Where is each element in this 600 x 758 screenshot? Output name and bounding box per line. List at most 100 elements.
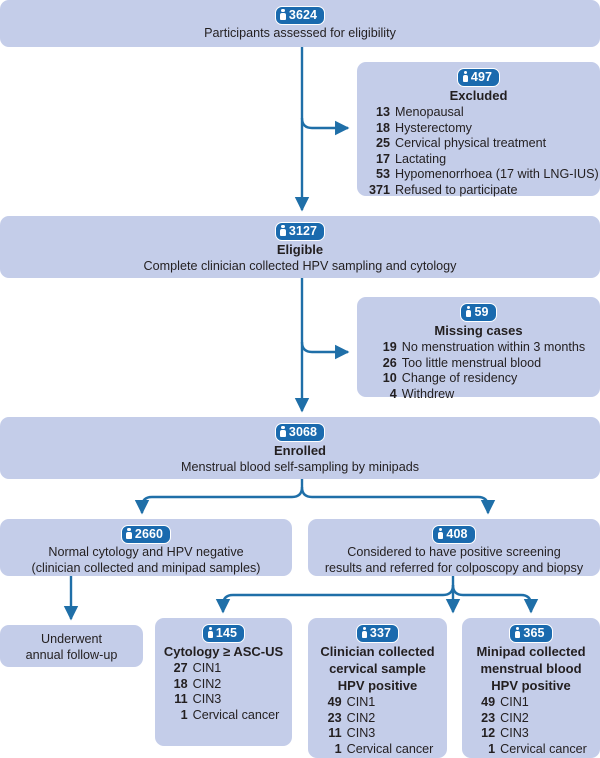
list-item: 11 CIN3 bbox=[168, 692, 280, 708]
node-label-line2: results and referred for colposcopy and … bbox=[324, 561, 584, 575]
node-enrolled: 3068 Enrolled Menstrual blood self-sampl… bbox=[0, 417, 600, 479]
item-label: CIN3 bbox=[192, 692, 222, 707]
node-label-line1: Considered to have positive screening bbox=[347, 545, 561, 559]
item-label: Cervical physical treatment bbox=[395, 136, 547, 151]
item-count: 19 bbox=[382, 340, 397, 354]
node-title-line1: Minipad collected bbox=[476, 644, 586, 659]
count-value: 59 bbox=[474, 305, 489, 319]
node-clinician-collected-hpv-positive: 337 Clinician collected cervical sample … bbox=[308, 618, 447, 758]
count-badge-enrolled: 3068 bbox=[274, 423, 326, 442]
item-count: 11 bbox=[328, 726, 342, 741]
item-label: No menstruation within 3 months bbox=[401, 340, 586, 354]
item-label: CIN2 bbox=[346, 710, 376, 725]
item-count: 371 bbox=[368, 182, 390, 197]
person-icon bbox=[126, 528, 133, 540]
count-badge-cytology: 145 bbox=[201, 624, 246, 643]
node-title: Missing cases bbox=[434, 323, 523, 338]
item-count: 23 bbox=[481, 710, 496, 725]
item-count: 13 bbox=[375, 105, 390, 119]
item-label: CIN1 bbox=[500, 695, 529, 709]
list-item: 26 Too little menstrual blood bbox=[372, 356, 585, 372]
count-badge-clinician: 337 bbox=[355, 624, 400, 643]
node-title-line2: cervical sample bbox=[329, 661, 426, 676]
node-title-line1: Clinician collected bbox=[320, 644, 435, 659]
item-count: 49 bbox=[481, 695, 496, 709]
count-value: 3127 bbox=[288, 224, 318, 238]
node-minipad-collected-hpv-positive: 365 Minipad collected menstrual blood HP… bbox=[462, 618, 600, 758]
person-icon bbox=[514, 627, 521, 639]
item-count: 18 bbox=[375, 120, 390, 135]
item-label: CIN1 bbox=[346, 695, 376, 709]
person-icon bbox=[462, 71, 469, 83]
item-label: Cervical cancer bbox=[346, 741, 434, 756]
person-icon bbox=[361, 627, 368, 639]
item-count: 18 bbox=[173, 676, 188, 691]
person-icon bbox=[280, 225, 287, 237]
node-label: Participants assessed for eligibility bbox=[204, 26, 396, 40]
item-count: 10 bbox=[382, 371, 397, 386]
item-count: 49 bbox=[327, 695, 342, 709]
count-badge-missing: 59 bbox=[460, 303, 497, 322]
item-label: Lactating bbox=[395, 151, 447, 166]
node-positive-screening: 408 Considered to have positive screenin… bbox=[308, 519, 600, 576]
node-subtitle: Complete clinician collected HPV samplin… bbox=[143, 259, 457, 273]
item-count: 1 bbox=[334, 741, 342, 756]
person-icon bbox=[207, 627, 214, 639]
item-label: Withdrew bbox=[401, 386, 455, 401]
item-count: 11 bbox=[174, 692, 188, 707]
count-badge-eligible: 3127 bbox=[274, 222, 326, 241]
item-label: CIN3 bbox=[500, 726, 529, 741]
item-count: 17 bbox=[375, 151, 390, 166]
node-title-line3: HPV positive bbox=[491, 678, 571, 693]
item-label: CIN2 bbox=[192, 676, 222, 691]
count-badge-normal: 2660 bbox=[120, 525, 172, 544]
count-value: 497 bbox=[470, 70, 493, 84]
node-label-line1: Underwent bbox=[41, 632, 102, 646]
count-badge-positive: 408 bbox=[432, 525, 476, 544]
node-subtitle: Menstrual blood self-sampling by minipad… bbox=[181, 460, 419, 474]
count-value: 2660 bbox=[134, 527, 164, 541]
node-annual-followup: Underwent annual follow-up bbox=[0, 625, 143, 667]
item-label: Too little menstrual blood bbox=[401, 355, 542, 370]
node-title-line3: HPV positive bbox=[337, 678, 418, 693]
count-badge-excluded: 497 bbox=[456, 68, 501, 87]
item-count: 26 bbox=[382, 355, 397, 370]
item-label: CIN1 bbox=[192, 661, 222, 675]
item-count: 53 bbox=[375, 167, 390, 182]
person-icon bbox=[280, 9, 287, 21]
item-count: 1 bbox=[488, 741, 496, 756]
list-item: 13 Menopausal bbox=[365, 105, 599, 121]
count-badge-minipad: 365 bbox=[509, 624, 553, 643]
item-label: Cervical cancer bbox=[192, 707, 280, 722]
item-label: Menopausal bbox=[395, 105, 464, 119]
count-badge-assessed: 3624 bbox=[274, 6, 326, 25]
count-value: 145 bbox=[215, 626, 238, 640]
item-count: 4 bbox=[389, 386, 397, 401]
list-item: 49 CIN1 bbox=[475, 695, 587, 711]
node-title: Enrolled bbox=[273, 443, 326, 458]
list-item: 4 Withdrew bbox=[372, 387, 585, 403]
node-normal-cytology: 2660 Normal cytology and HPV negative (c… bbox=[0, 519, 292, 576]
item-label: CIN2 bbox=[500, 710, 529, 725]
count-value: 408 bbox=[446, 527, 468, 541]
list-item: 19 No menstruation within 3 months bbox=[372, 340, 585, 356]
count-value: 3068 bbox=[288, 425, 318, 439]
person-icon bbox=[465, 306, 472, 318]
node-eligible: 3127 Eligible Complete clinician collect… bbox=[0, 216, 600, 278]
